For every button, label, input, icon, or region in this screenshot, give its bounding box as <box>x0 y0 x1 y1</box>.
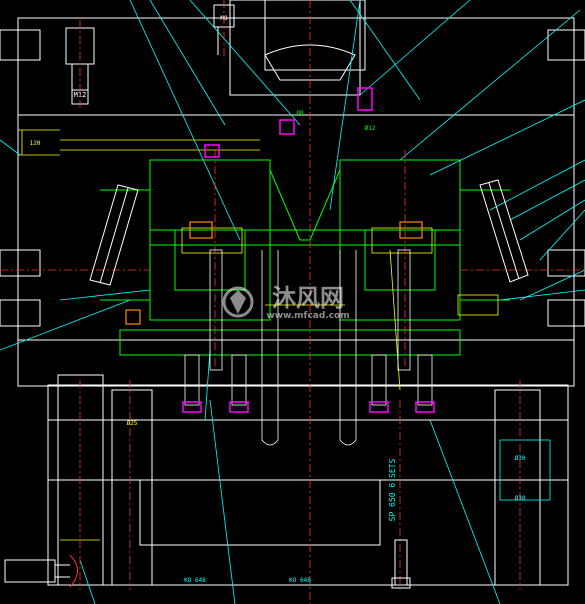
left-side-plate <box>0 29 153 586</box>
watermark-brand: 沐风网 <box>272 284 344 312</box>
lifter-right <box>479 179 529 283</box>
watermark: 沐风网 www.mfcad.com <box>222 284 350 321</box>
watermark-logo <box>222 286 254 318</box>
ejector-pins <box>184 249 433 446</box>
dim-bottom-mid: KO 648 <box>289 577 311 584</box>
spring-note: SP 650 6 SETS <box>388 459 397 522</box>
sprue-bushing <box>264 44 356 81</box>
dim-top-b: Ø12 <box>365 125 376 132</box>
dim-side: 120 <box>30 140 41 147</box>
mold-frame <box>17 0 575 586</box>
dim-right-b: Ø30 <box>515 495 526 502</box>
right-side-plate <box>494 29 585 586</box>
watermark-url: www.mfcad.com <box>266 311 349 321</box>
lifter-left <box>89 184 139 286</box>
ejector-pin-heads <box>182 87 435 413</box>
support-pin <box>391 539 411 589</box>
slide-inserts <box>125 221 423 325</box>
dim-bottom-left: KO 648 <box>184 577 206 584</box>
dim-left-pillar: Ø25 <box>127 420 138 427</box>
dim-right-a: Ø30 <box>515 455 526 462</box>
bolt-bottom-left <box>4 554 78 588</box>
dim-top-a: Ø8 <box>296 110 304 117</box>
